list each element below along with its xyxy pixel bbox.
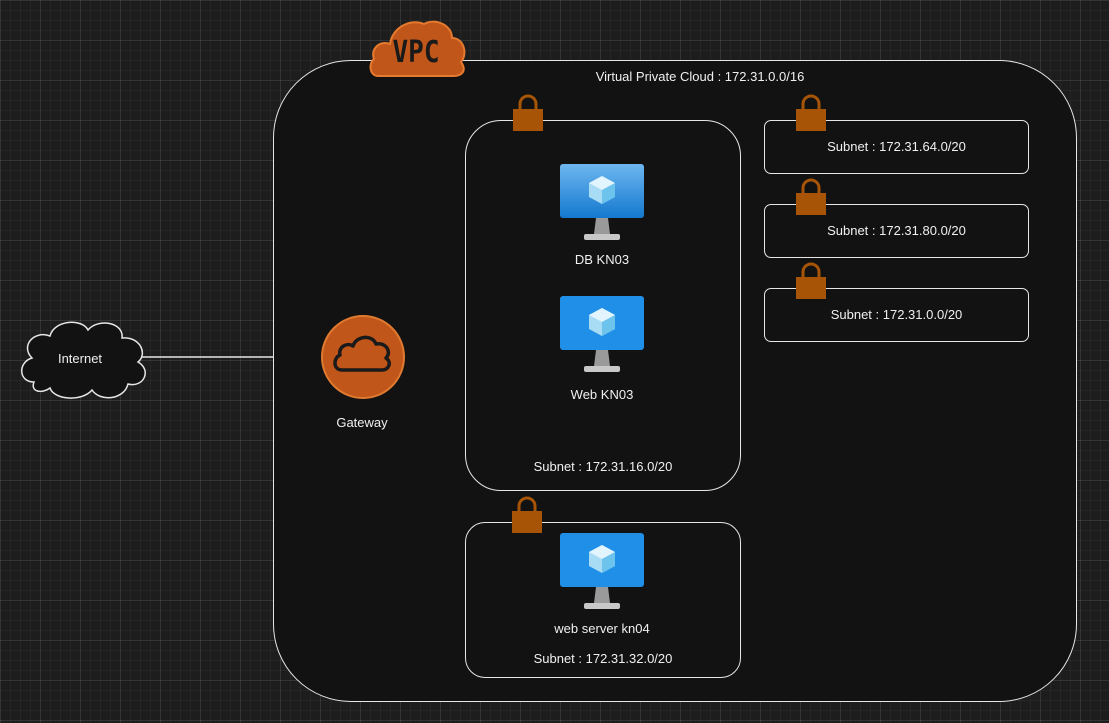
virtual-machine-icon[interactable] xyxy=(560,533,644,611)
virtual-machine-icon[interactable] xyxy=(560,164,644,242)
gateway-cloud-icon[interactable] xyxy=(320,314,406,400)
gateway-label: Gateway xyxy=(336,415,388,430)
lock-icon xyxy=(796,262,826,299)
lock-icon xyxy=(796,178,826,215)
vpc-badge-text: VPC xyxy=(392,35,440,71)
internet-cloud-icon[interactable] xyxy=(16,316,152,402)
subnet-label: Subnet : 172.31.16.0/20 xyxy=(533,459,673,474)
lock-icon xyxy=(512,496,542,533)
vpc-title: Virtual Private Cloud : 172.31.0.0/16 xyxy=(595,69,805,84)
instance-label-web-server-kn04: web server kn04 xyxy=(554,621,650,636)
instance-label-web-kn03: Web KN03 xyxy=(570,387,634,402)
lock-icon xyxy=(513,94,543,131)
vpc-cloud-icon xyxy=(369,20,466,77)
subnet-label: Subnet : 172.31.80.0/20 xyxy=(827,223,966,238)
internet-label: Internet xyxy=(57,351,103,366)
subnet-label: Subnet : 172.31.0.0/20 xyxy=(830,307,963,322)
subnet-label: Subnet : 172.31.32.0/20 xyxy=(533,651,673,666)
virtual-machine-icon[interactable] xyxy=(560,296,644,374)
lock-icon xyxy=(796,94,826,131)
instance-label-db-kn03: DB KN03 xyxy=(574,252,630,267)
subnet-label: Subnet : 172.31.64.0/20 xyxy=(827,139,966,154)
